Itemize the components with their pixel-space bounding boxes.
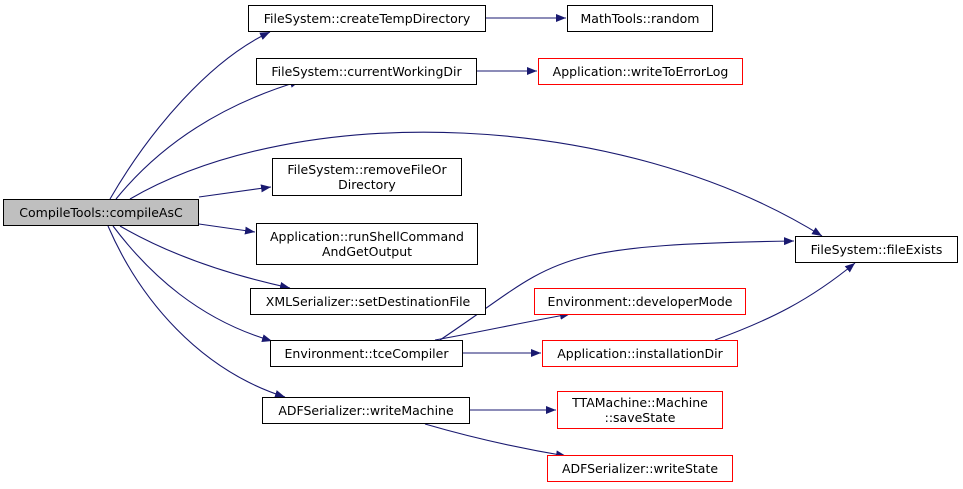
node-label: CompileTools::compileAsC: [19, 205, 183, 220]
node-label: ADFSerializer::writeState: [561, 461, 719, 476]
node-label: MathTools::random: [580, 11, 700, 26]
node-label: Application::installationDir: [557, 346, 723, 361]
node-label-line2: AndGetOutput: [321, 244, 413, 259]
node-label: XMLSerializer::setDestinationFile: [265, 294, 471, 309]
edge-compileAsC-to-currentWorkingDir: [115, 80, 301, 200]
node-label: FileSystem::fileExists: [810, 242, 943, 257]
node-developerMode[interactable]: Environment::developerMode: [534, 288, 746, 315]
node-label: FileSystem::currentWorkingDir: [271, 64, 462, 79]
edge-compileAsC-to-fileExists: [129, 131, 823, 237]
edge-tceCompiler-to-developerMode: [434, 311, 571, 341]
node-saveState[interactable]: TTAMachine::Machine::saveState: [557, 391, 723, 429]
node-createTempDirectory[interactable]: FileSystem::createTempDirectory: [248, 5, 486, 32]
edge-compileAsC-to-createTempDirectory: [109, 31, 271, 200]
node-installationDir[interactable]: Application::installationDir: [542, 340, 738, 367]
edge-writeMachine-to-writeState: [424, 423, 567, 459]
node-label: ADFSerializer::writeMachine: [278, 403, 454, 418]
node-label: Environment::tceCompiler: [284, 346, 449, 361]
node-writeState[interactable]: ADFSerializer::writeState: [547, 455, 733, 482]
node-label: FileSystem::removeFileOr: [287, 162, 447, 177]
node-label-line2: Directory: [338, 177, 396, 192]
node-fileExists[interactable]: FileSystem::fileExists: [795, 236, 958, 263]
node-writeMachine[interactable]: ADFSerializer::writeMachine: [262, 397, 470, 424]
edge-installationDir-to-fileExists: [714, 262, 856, 341]
node-tceCompiler[interactable]: Environment::tceCompiler: [270, 340, 463, 367]
node-currentWorkingDir[interactable]: FileSystem::currentWorkingDir: [256, 58, 477, 85]
node-label-line2: ::saveState: [604, 410, 676, 425]
node-setDestinationFile[interactable]: XMLSerializer::setDestinationFile: [250, 288, 486, 315]
node-label: FileSystem::createTempDirectory: [263, 11, 471, 26]
node-label: Environment::developerMode: [547, 294, 733, 309]
node-random[interactable]: MathTools::random: [567, 5, 713, 32]
edge-compileAsC-to-tceCompiler: [112, 225, 273, 343]
node-label: TTAMachine::Machine: [572, 395, 708, 410]
node-compileAsC[interactable]: CompileTools::compileAsC: [3, 199, 199, 226]
edge-compileAsC-to-writeMachine: [107, 225, 286, 398]
node-label: Application::writeToErrorLog: [552, 64, 729, 79]
node-writeToErrorLog[interactable]: Application::writeToErrorLog: [538, 58, 743, 85]
node-label: Application::runShellCommand: [270, 229, 464, 244]
edge-compileAsC-to-removeFileOrDirectory: [198, 184, 272, 198]
edge-compileAsC-to-setDestinationFile: [119, 225, 291, 290]
edge-compileAsC-to-runShellCommand: [198, 223, 256, 235]
